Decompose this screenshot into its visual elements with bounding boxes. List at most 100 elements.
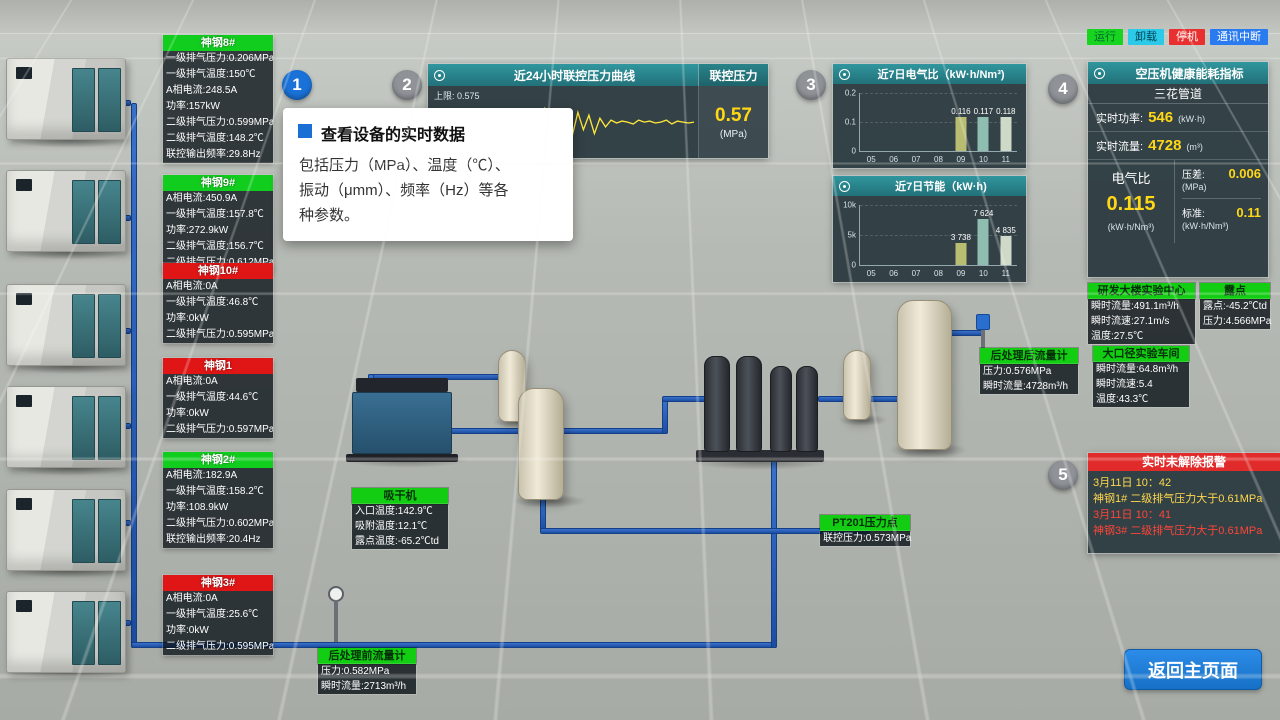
x-axis-label: 06	[889, 155, 899, 164]
compressor-machine-2[interactable]	[6, 170, 126, 252]
compressor-metric: 二级排气压力:0.595MPa	[166, 641, 273, 652]
machine-door-panel	[98, 396, 121, 460]
compressor-machine-1[interactable]	[6, 58, 126, 140]
adsorption-tower-1[interactable]	[704, 356, 730, 452]
equipment-metric: 压力:0.582MPa	[321, 666, 390, 677]
adsorption-tower-4[interactable]	[796, 366, 818, 452]
standard-row: 标准: 0.11	[1182, 205, 1261, 220]
legend-comm-interrupt-button[interactable]: 通讯中断	[1210, 29, 1268, 45]
pressure-transmitter-icon	[976, 314, 990, 330]
air-tank-medium[interactable]	[518, 388, 564, 500]
x-axis-label: 07	[911, 155, 921, 164]
pipeline-selector[interactable]: 三花管道	[1088, 84, 1268, 104]
health-panel-header: 空压机健康能耗指标	[1088, 62, 1268, 84]
energy-saving-header: 近7日节能（kW·h)	[833, 176, 1026, 196]
machine-screen-icon	[16, 179, 32, 191]
alarm-text: 神钢1# 二级排气压力大于0.61MPa	[1093, 493, 1263, 505]
y-axis-label: 5k	[847, 230, 856, 240]
step-marker-1[interactable]: 1	[282, 70, 312, 100]
compressor-metric: 一级排气温度:46.8℃	[166, 297, 259, 308]
chart-icon	[839, 180, 850, 192]
bullet-icon	[298, 124, 312, 138]
power-unit: (kW·h)	[1178, 114, 1206, 124]
machine-door-panel	[98, 180, 121, 244]
back-to-main-button[interactable]: 返回主页面	[1124, 649, 1262, 690]
divider	[1182, 198, 1261, 199]
air-tank-large[interactable]	[897, 300, 952, 450]
adsorption-tower-2[interactable]	[736, 356, 762, 452]
electric-ratio-block: 电气比 0.115 (kW·h/Nm³)	[1088, 160, 1174, 243]
compressor-metric: 联控输出频率:20.4Hz	[166, 534, 261, 545]
compressor-metric: A相电流:0A	[166, 376, 218, 387]
dryer-unit[interactable]	[352, 392, 452, 454]
compressor-name: 神钢9#	[163, 175, 273, 191]
step-marker-4[interactable]: 4	[1048, 74, 1078, 104]
bar	[977, 219, 989, 265]
legend-stopped-button[interactable]: 停机	[1169, 29, 1205, 45]
pipe-segment	[131, 103, 137, 648]
machine-screen-icon	[16, 395, 32, 407]
pressure-unit: (MPa)	[719, 128, 748, 140]
electric-ratio-title: 近7日电气比（kW·h/Nm³)	[877, 69, 1005, 81]
equipment-metric: 压力:0.576MPa	[983, 366, 1052, 377]
site-panel-title: 露点	[1200, 283, 1270, 299]
legend-running-button[interactable]: 运行	[1087, 29, 1123, 45]
air-tank-small-2[interactable]	[843, 350, 871, 420]
x-axis-label: 09	[956, 269, 966, 278]
dryer-base	[346, 454, 458, 462]
machine-door-panel	[98, 499, 121, 563]
machine-screen-icon	[16, 600, 32, 612]
compressor-machine-4[interactable]	[6, 386, 126, 468]
machine-door-panel	[98, 68, 121, 132]
site-panel-body: 露点:-45.2℃td 压力:4.566MPa	[1200, 299, 1272, 329]
tooltip-line: 包括压力（MPa）、温度（℃）、	[299, 157, 510, 174]
machine-door-panel	[72, 180, 95, 244]
legend-unload-button[interactable]: 卸载	[1128, 29, 1164, 45]
step-marker-3[interactable]: 3	[796, 70, 826, 100]
diff-unit: (MPa)	[1182, 182, 1207, 192]
pipe-segment	[662, 398, 668, 434]
post-treatment-flowmeter-label: 后处理后流量计 压力:0.576MPa 瞬时流量:4728m³/h	[980, 348, 1078, 394]
compressor-machine-6[interactable]	[6, 591, 126, 673]
compressor-machine-5[interactable]	[6, 489, 126, 571]
equipment-body: 联控压力:0.573MPa	[820, 531, 911, 546]
pipe-segment	[771, 460, 777, 648]
pressure-value: 0.57	[715, 104, 752, 126]
bar-value-label: 0.118	[996, 106, 1016, 116]
linked-pressure-label: 联控压力	[698, 64, 768, 86]
bar	[1000, 116, 1012, 151]
step-marker-5[interactable]: 5	[1048, 460, 1078, 490]
pressure-curve-body: 上限: 0.575 0.57 (MPa)	[428, 86, 768, 158]
equipment-metric: 瞬时流量:4728m³/h	[983, 381, 1069, 392]
alarm-time: 3月11日 10：41	[1093, 509, 1172, 521]
adsorber-skid-base	[696, 450, 824, 462]
guide-tooltip: 查看设备的实时数据 包括压力（MPa）、温度（℃）、 振动（μmm）、频率（Hz…	[283, 108, 573, 242]
flow-meter-stem	[334, 600, 338, 642]
x-axis-label: 08	[934, 269, 943, 278]
site-metric: 压力:4.566MPa	[1203, 316, 1272, 327]
compressor-metric: 功率:0kW	[166, 408, 209, 419]
adsorption-tower-3[interactable]	[770, 366, 792, 452]
site-metric: 瞬时流速:5.4	[1096, 379, 1153, 390]
pressure-curve-header: 近24小时联控压力曲线 联控压力	[428, 64, 768, 86]
compressor-metric: 二级排气压力:0.595MPa	[166, 329, 273, 340]
compressor-metric: 一级排气压力:0.206MPa	[166, 53, 273, 64]
upper-limit-label: 上限: 0.575	[434, 91, 480, 101]
site-panel-title: 大口径实验车间	[1093, 346, 1189, 362]
health-panel: 空压机健康能耗指标 三花管道 实时功率: 546 (kW·h) 实时流量: 47…	[1088, 62, 1268, 277]
site-panel-body: 瞬时流量:64.8m³/h 瞬时流速:5.4 温度:43.3℃	[1093, 362, 1189, 407]
realtime-power-row: 实时功率: 546 (kW·h)	[1088, 104, 1268, 132]
step-marker-2[interactable]: 2	[392, 70, 422, 100]
flow-label: 实时流量:	[1096, 141, 1144, 153]
y-axis-label: 10k	[843, 200, 856, 210]
y-axis-label: 0.2	[844, 88, 856, 98]
equipment-body: 入口温度:142.9℃ 吸附温度:12.1℃ 露点温度:-65.2℃td	[352, 504, 448, 549]
x-axis-label: 09	[956, 155, 966, 164]
compressor-metric: 一级排气温度:157.8℃	[166, 209, 264, 220]
compressor-metric: 功率:108.9kW	[166, 502, 229, 513]
compressor-machine-3[interactable]	[6, 284, 126, 366]
site-panel-body: 瞬时流量:491.1m³/h 瞬时流速:27.1m/s 温度:27.5℃	[1088, 299, 1195, 344]
